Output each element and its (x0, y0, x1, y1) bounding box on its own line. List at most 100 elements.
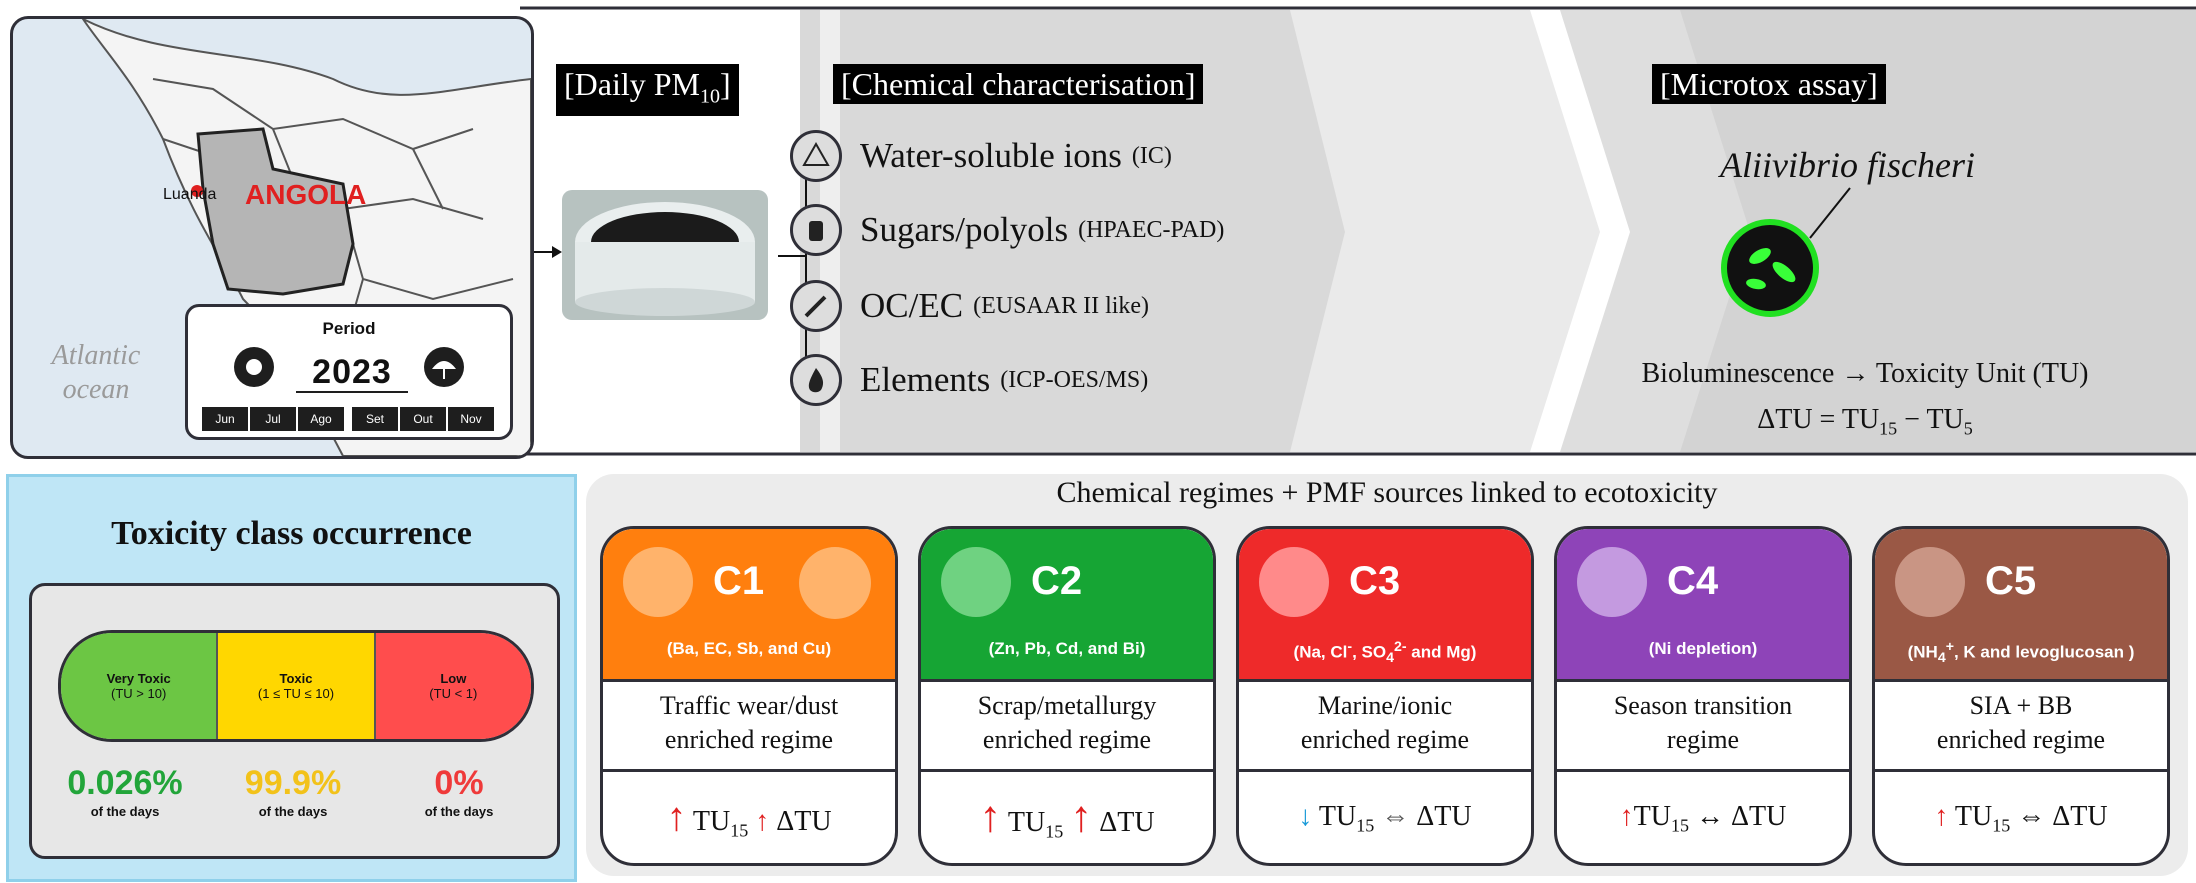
card-tracers: (NH4+, K and levoglucosan ) (1907, 639, 2135, 667)
card-tracers: (Ba, EC, Sb, and Cu) (666, 639, 832, 658)
card-header: C4 (Ni depletion) (1557, 529, 1849, 682)
regime-line-1: Traffic wear/dust (659, 691, 839, 720)
filter-photo (562, 190, 768, 320)
method-technique: (IC) (1131, 142, 1172, 169)
scrap-icon (941, 547, 1011, 617)
method-name: Water-soluble ions (860, 136, 1122, 175)
method-technique: (HPAEC-PAD) (1078, 216, 1225, 243)
card-regime: Marine/ionic enriched regime (1239, 689, 1531, 757)
toxicity-title: Toxicity class occurrence (111, 515, 472, 552)
delta-tu-formula: ΔTU = TU15 − TU5 (1757, 404, 1973, 439)
pct-toxic: 99.9% (244, 764, 342, 802)
card-tracers: (Na, Cl-, SO42- and Mg) (1293, 639, 1477, 667)
month-set: Set (352, 407, 398, 431)
method-technique: (EUSAAR II like) (973, 292, 1150, 319)
arrow-up-icon: ↑ (1070, 792, 1093, 841)
class-name: Very Toxic (106, 671, 171, 686)
sun-icon (234, 347, 274, 387)
arrow-up-icon: ↑ (755, 806, 770, 837)
days-toxic: of the days (258, 804, 328, 819)
regime-card-c3: C3 (Na, Cl-, SO42- and Mg) Marine/ionic e… (1236, 526, 1534, 866)
arrow-both-icon: ↔ (1695, 801, 1724, 832)
bacteria-icon (1721, 187, 1851, 317)
card-code: C5 (1985, 559, 2037, 603)
method-row-sugars: Sugars/polyols(HPAEC-PAD) (790, 204, 1224, 256)
organism-label: Aliivibrio fischeri (1720, 145, 1975, 185)
arrow-up-icon: ↑ (979, 792, 1002, 841)
arrow-down-icon: ↓ (1298, 801, 1313, 832)
toxicity-card: Very Toxic (TU > 10) Toxic (1 ≤ TU ≤ 10)… (29, 583, 560, 859)
card-effect: ↑ TU15 ↑ ΔTU (979, 792, 1155, 842)
period-box: Period 2023 Jun Jul Ago Set Out Nov (185, 304, 513, 440)
method-row-elements: Elements (ICP-OES/MS) (790, 354, 1148, 406)
sugar-jar-icon (790, 204, 842, 256)
month-jun: Jun (202, 407, 248, 431)
class-toxic: Toxic (1 ≤ TU ≤ 10) (216, 633, 376, 739)
angola-shape (196, 127, 355, 296)
regime-line-2: enriched regime (982, 725, 1152, 754)
days-very-toxic: of the days (90, 804, 160, 819)
luanda-marker (191, 185, 203, 197)
card-effect: ↑ TU15 ↑ ΔTU (666, 794, 832, 841)
regime-line-2: enriched regime (1300, 725, 1470, 754)
dust-icon (799, 547, 871, 619)
regime-line-2: regime (1666, 725, 1740, 754)
days-low: of the days (424, 804, 494, 819)
workflow-arrows (512, 6, 2196, 456)
card-divider (1557, 769, 1849, 772)
month-nov: Nov (448, 407, 494, 431)
marine-icon (1259, 547, 1329, 617)
pct-very-toxic: 0.026% (67, 764, 183, 802)
arrow-up-icon: ↑ (666, 794, 687, 839)
card-effect: ↓ TU15 ⇔ ΔTU (1298, 801, 1472, 836)
arrow-both-icon: ⇔ (1381, 801, 1410, 832)
method-technique: (ICP-OES/MS) (1000, 366, 1149, 393)
umbrella-icon (424, 347, 464, 387)
regime-card-c1: C1 (Ba, EC, Sb, and Cu) Traffic wear/dus… (600, 526, 898, 866)
card-regime: SIA + BB enriched regime (1875, 689, 2167, 757)
city-label: Luanda (163, 186, 217, 203)
card-effect: ↑TU15 ↔ ΔTU (1619, 801, 1787, 836)
card-code: C4 (1667, 559, 1719, 603)
toxicity-panel: Toxicity class occurrence Very Toxic (TU… (6, 474, 577, 882)
regime-line-1: Marine/ionic (1317, 691, 1453, 720)
arrow-both-icon: ⇔ (2017, 801, 2046, 832)
regime-line-1: SIA + BB (1969, 691, 2073, 720)
class-low: Low (TU < 1) (375, 633, 531, 739)
class-name: Toxic (279, 671, 313, 686)
year-label: 2023 (312, 353, 392, 391)
method-row-ions: Water-soluble ions (IC) (790, 130, 1172, 182)
chemical-tag: [Chemical characterisation] (833, 64, 1204, 104)
card-tracers: (Zn, Pb, Cd, and Bi) (988, 639, 1146, 658)
year-underline (296, 391, 408, 393)
arrow-up-icon: ↑ (1934, 801, 1949, 832)
card-regime: Scrap/metallurgy enriched regime (921, 689, 1213, 757)
card-header: C3 (Na, Cl-, SO42- and Mg) (1239, 529, 1531, 682)
flame-icon (790, 354, 842, 406)
arrow-up-icon: ↑ (1619, 801, 1634, 832)
regime-line-1: Scrap/metallurgy (977, 691, 1157, 720)
month-jul: Jul (250, 407, 296, 431)
card-divider (1239, 769, 1531, 772)
regime-card-c5: C5 (NH4+, K and levoglucosan ) SIA + BB e… (1872, 526, 2170, 866)
class-range: (TU < 1) (429, 686, 478, 701)
ocean-label: Atlantic ocean (51, 340, 141, 405)
card-code: C3 (1349, 559, 1401, 603)
method-row-ocec: OC/EC(EUSAAR II like) (790, 280, 1149, 332)
workflow-band: Luanda ANGOLA Atlantic ocean Period 2023… (0, 6, 2196, 459)
regimes-panel: Chemical regimes + PMF sources linked to… (586, 474, 2188, 876)
traffic-icon (623, 547, 693, 617)
class-name: Low (440, 671, 467, 686)
country-label: ANGOLA (245, 179, 367, 210)
card-code: C2 (1031, 559, 1083, 603)
method-name: Elements (860, 360, 991, 399)
class-range: (1 ≤ TU ≤ 10) (257, 686, 335, 701)
card-divider (1875, 769, 2167, 772)
card-header: C5 (NH4+, K and levoglucosan ) (1875, 529, 2167, 682)
month-out: Out (400, 407, 446, 431)
pct-low: 0% (434, 764, 484, 802)
regime-line-2: enriched regime (1936, 725, 2106, 754)
